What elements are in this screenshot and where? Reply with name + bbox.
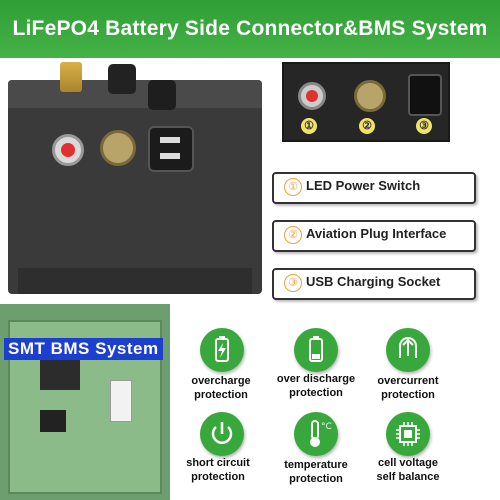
terminal-cap-icon: [148, 80, 176, 110]
feature-number: ②: [284, 226, 302, 244]
feature-label: USB Charging Socket: [306, 274, 441, 289]
thermometer-icon: °C: [294, 412, 338, 456]
bms-title: SMT BMS System: [4, 338, 163, 360]
feature-number: ③: [284, 274, 302, 292]
usb-port: [160, 137, 180, 143]
feature-usb-socket: ③ USB Charging Socket: [272, 268, 476, 300]
battery-body: [8, 80, 262, 294]
battery-low-icon: [294, 328, 338, 372]
battery-base: [18, 268, 252, 294]
aviation-plug-icon: [100, 130, 136, 166]
connector-closeup: ① ② ③: [282, 62, 450, 142]
battery-charge-icon: [200, 328, 244, 372]
header-banner: [0, 0, 500, 58]
board-connector: [110, 380, 132, 422]
feature-number: ①: [284, 178, 302, 196]
aviation-plug-icon: [354, 80, 386, 112]
closeup-number-2: ②: [359, 118, 375, 134]
feature-aviation-plug: ② Aviation Plug Interface: [272, 220, 476, 252]
usb-socket-icon: [408, 74, 442, 116]
chip-icon: [40, 410, 66, 432]
led-power-switch-icon: [52, 134, 84, 166]
usb-port: [160, 153, 180, 159]
feature-label: Aviation Plug Interface: [306, 226, 447, 241]
brass-terminal-icon: [60, 62, 82, 92]
feature-led-power-switch: ① LED Power Switch: [272, 172, 476, 204]
page-title: LiFePO4 Battery Side Connector&BMS Syste…: [12, 17, 488, 40]
usb-socket-icon: [148, 126, 194, 172]
feature-label: LED Power Switch: [306, 178, 421, 193]
chip-icon: [40, 360, 80, 390]
led-power-switch-icon: [298, 82, 326, 110]
power-icon: [200, 412, 244, 456]
chip-icon: [386, 412, 430, 456]
svg-text:°C: °C: [321, 422, 332, 432]
closeup-number-3: ③: [416, 118, 432, 134]
closeup-number-1: ①: [301, 118, 317, 134]
current-arrow-icon: [386, 328, 430, 372]
terminal-cap-icon: [108, 64, 136, 94]
